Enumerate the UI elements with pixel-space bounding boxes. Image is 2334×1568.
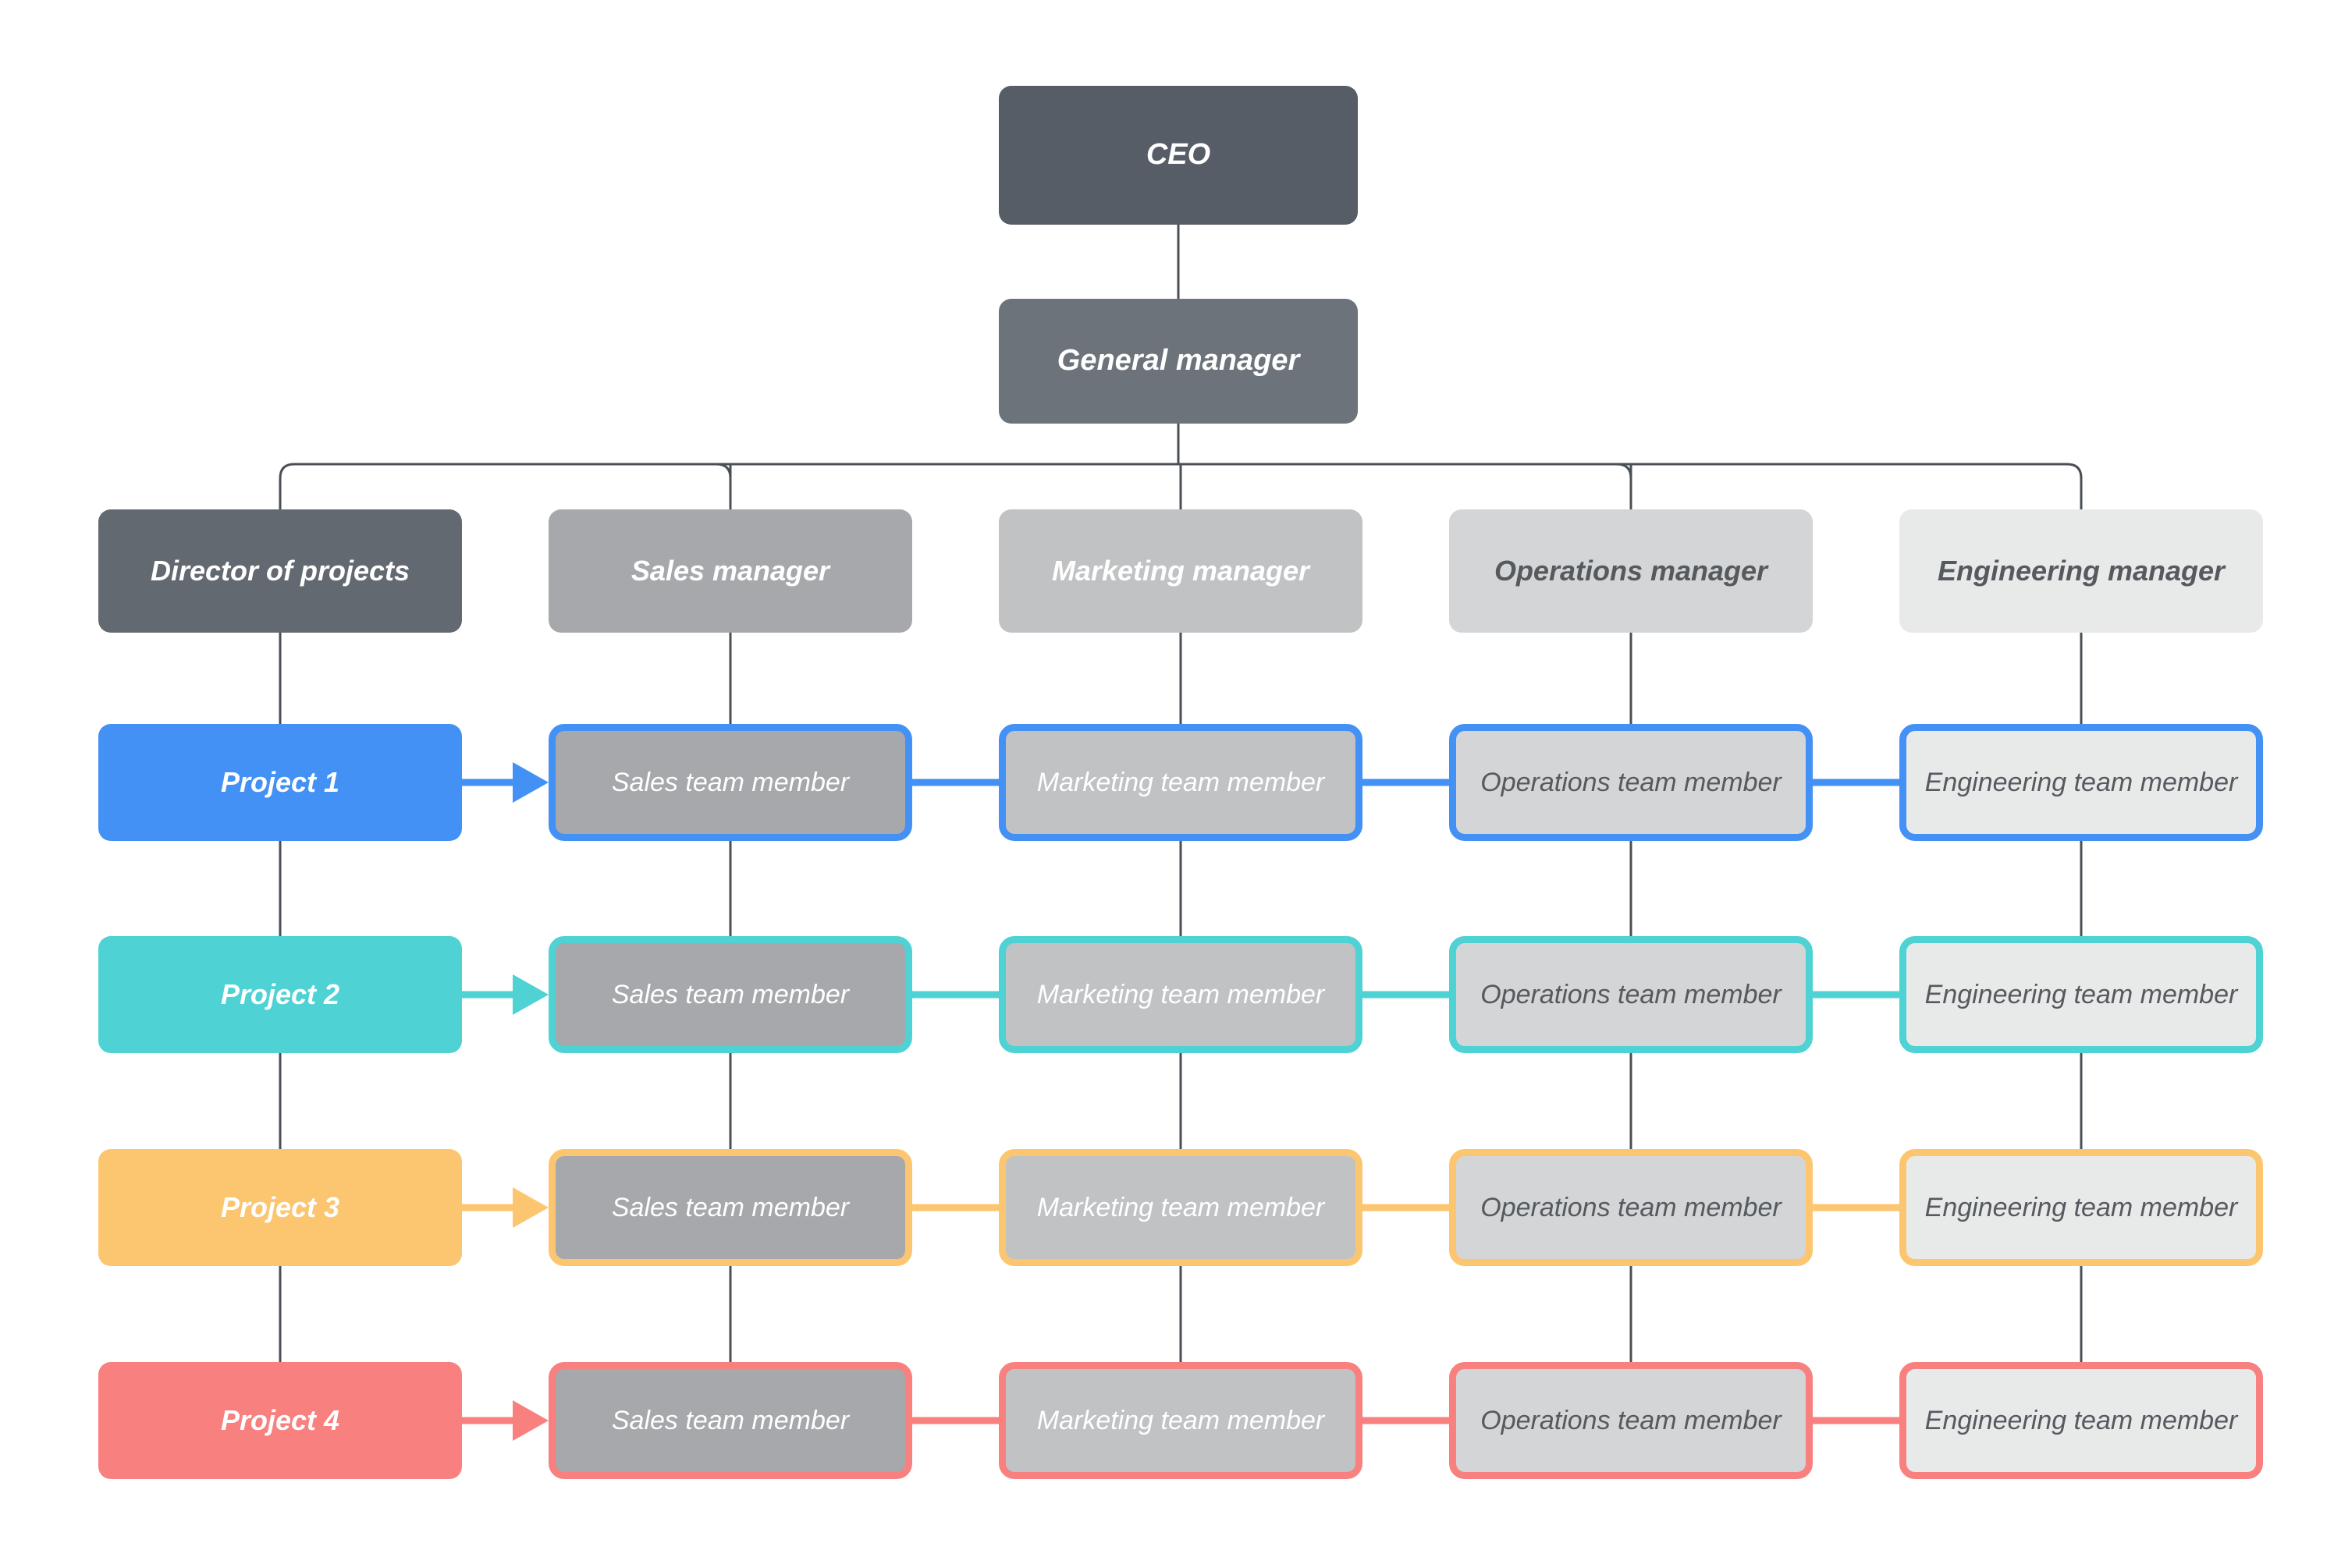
marketing-manager[interactable]: Marketing manager [999,509,1362,633]
general-manager[interactable]: General manager [999,299,1358,424]
operations-manager[interactable]: Operations manager [1449,509,1813,633]
sales-team-member-3-label: Sales team member [611,1192,850,1222]
sales-team-member-1[interactable]: Sales team member [549,724,912,841]
engineering-team-member-2-label: Engineering team member [1924,979,2238,1009]
operations-team-member-1[interactable]: Operations team member [1449,724,1813,841]
sales-team-member-4[interactable]: Sales team member [549,1362,912,1479]
operations-team-member-1-label: Operations team member [1480,767,1782,797]
project-4[interactable]: Project 4 [98,1362,462,1479]
marketing-team-member-1-label: Marketing team member [1036,767,1325,797]
operations-manager-label: Operations manager [1494,555,1768,587]
project-1[interactable]: Project 1 [98,724,462,841]
engineering-team-member-3-label: Engineering team member [1924,1192,2238,1222]
sales-team-member-2-label: Sales team member [611,979,850,1009]
arrow-head-project-2 [513,974,549,1015]
director-of-projects-label: Director of projects [150,555,410,587]
operations-team-member-3-label: Operations team member [1480,1192,1782,1222]
engineering-team-member-4-label: Engineering team member [1924,1405,2238,1435]
project-2[interactable]: Project 2 [98,936,462,1053]
connector-elbow-sales-manager [716,463,732,479]
marketing-manager-label: Marketing manager [1051,555,1310,587]
engineering-team-member-1-label: Engineering team member [1924,767,2238,797]
connector-elbow-operations-manager [1616,463,1632,479]
operations-team-member-4[interactable]: Operations team member [1449,1362,1813,1479]
sales-team-member-3[interactable]: Sales team member [549,1149,912,1266]
general-manager-label: General manager [1057,344,1300,378]
ceo[interactable]: CEO [999,86,1358,225]
project-3[interactable]: Project 3 [98,1149,462,1266]
marketing-team-member-2-label: Marketing team member [1036,979,1325,1009]
operations-team-member-3[interactable]: Operations team member [1449,1149,1813,1266]
marketing-team-member-1[interactable]: Marketing team member [999,724,1362,841]
operations-team-member-2-label: Operations team member [1480,979,1782,1009]
operations-team-member-4-label: Operations team member [1480,1405,1782,1435]
engineering-manager-label: Engineering manager [1937,555,2226,587]
project-2-label: Project 2 [220,978,340,1011]
sales-team-member-1-label: Sales team member [611,767,850,797]
project-1-label: Project 1 [220,766,340,799]
engineering-team-member-4[interactable]: Engineering team member [1899,1362,2263,1479]
arrow-head-project-4 [513,1400,549,1441]
engineering-team-member-2[interactable]: Engineering team member [1899,936,2263,1053]
project-3-label: Project 3 [220,1191,340,1224]
engineering-manager[interactable]: Engineering manager [1899,509,2263,633]
marketing-team-member-4[interactable]: Marketing team member [999,1362,1362,1479]
arrow-head-project-3 [513,1187,549,1228]
project-4-label: Project 4 [220,1404,340,1437]
sales-team-member-4-label: Sales team member [611,1405,850,1435]
marketing-team-member-3-label: Marketing team member [1036,1192,1325,1222]
engineering-team-member-1[interactable]: Engineering team member [1899,724,2263,841]
sales-manager-label: Sales manager [631,555,830,587]
marketing-team-member-3[interactable]: Marketing team member [999,1149,1362,1266]
operations-team-member-2[interactable]: Operations team member [1449,936,1813,1053]
marketing-team-member-4-label: Marketing team member [1036,1405,1325,1435]
connector-manager-bus [279,463,2083,479]
sales-manager[interactable]: Sales manager [549,509,912,633]
ceo-label: CEO [1146,138,1211,172]
marketing-team-member-2[interactable]: Marketing team member [999,936,1362,1053]
sales-team-member-2[interactable]: Sales team member [549,936,912,1053]
arrow-head-project-1 [513,762,549,803]
engineering-team-member-3[interactable]: Engineering team member [1899,1149,2263,1266]
director-of-projects[interactable]: Director of projects [98,509,462,633]
